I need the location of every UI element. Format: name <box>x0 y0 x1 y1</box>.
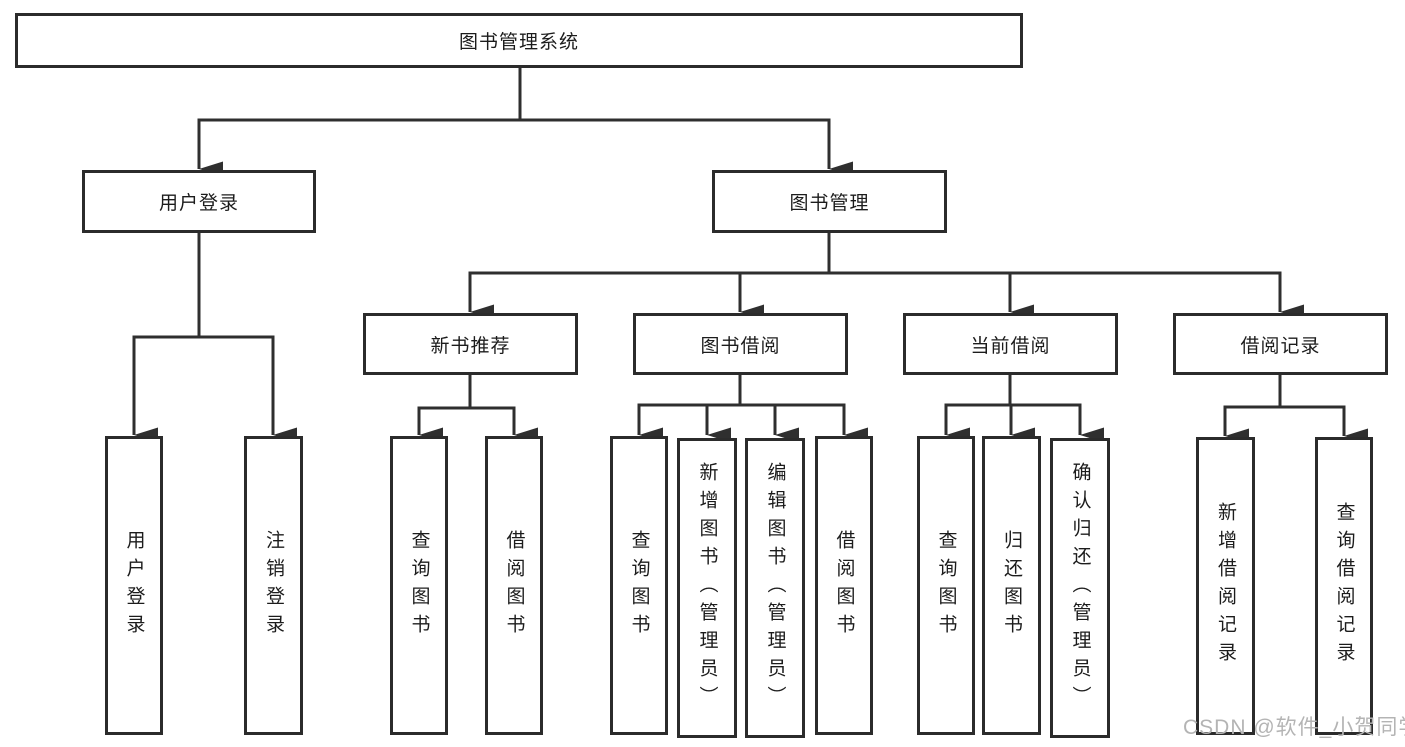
leaf-add-book-admin: 新增图书（管理员） <box>677 438 737 738</box>
node-borrow-record: 借阅记录 <box>1173 313 1388 375</box>
leaf-label: 查询图书 <box>935 529 957 642</box>
leaf-label: 新增图书（管理员） <box>696 462 718 714</box>
leaf-label: 用户登录 <box>123 529 145 642</box>
leaf-label: 借阅图书 <box>833 529 855 642</box>
node-current-borrow: 当前借阅 <box>903 313 1118 375</box>
leaf-query-book-current: 查询图书 <box>917 436 975 735</box>
leaf-user-login: 用户登录 <box>105 436 163 735</box>
leaf-borrow-book-borrow: 借阅图书 <box>815 436 873 735</box>
node-user-login: 用户登录 <box>82 170 316 233</box>
leaf-label: 归还图书 <box>1001 529 1022 642</box>
leaf-label: 新增借阅记录 <box>1215 502 1236 670</box>
node-book-borrow: 图书借阅 <box>633 313 848 375</box>
leaf-query-borrow-record: 查询借阅记录 <box>1315 437 1373 735</box>
leaf-confirm-return-admin: 确认归还（管理员） <box>1050 438 1110 738</box>
leaf-label: 注销登录 <box>263 529 284 642</box>
leaf-label: 借阅图书 <box>503 529 525 642</box>
leaf-label: 编辑图书（管理员） <box>764 462 786 714</box>
leaf-label: 查询图书 <box>628 529 650 642</box>
leaf-borrow-book-recommend: 借阅图书 <box>485 436 543 735</box>
leaf-query-book-borrow: 查询图书 <box>610 436 668 735</box>
leaf-label: 确认归还（管理员） <box>1069 462 1091 714</box>
leaf-query-book-recommend: 查询图书 <box>390 436 448 735</box>
node-new-book-recommend: 新书推荐 <box>363 313 578 375</box>
leaf-label: 查询借阅记录 <box>1333 502 1355 670</box>
node-root: 图书管理系统 <box>15 13 1023 68</box>
leaf-edit-book-admin: 编辑图书（管理员） <box>745 438 805 738</box>
leaf-logout: 注销登录 <box>244 436 303 735</box>
leaf-add-borrow-record: 新增借阅记录 <box>1196 437 1255 735</box>
node-book-management: 图书管理 <box>712 170 947 233</box>
leaf-label: 查询图书 <box>408 529 430 642</box>
csdn-watermark: CSDN @软件_小贺同学 <box>1183 716 1405 739</box>
leaf-return-book: 归还图书 <box>982 436 1041 735</box>
